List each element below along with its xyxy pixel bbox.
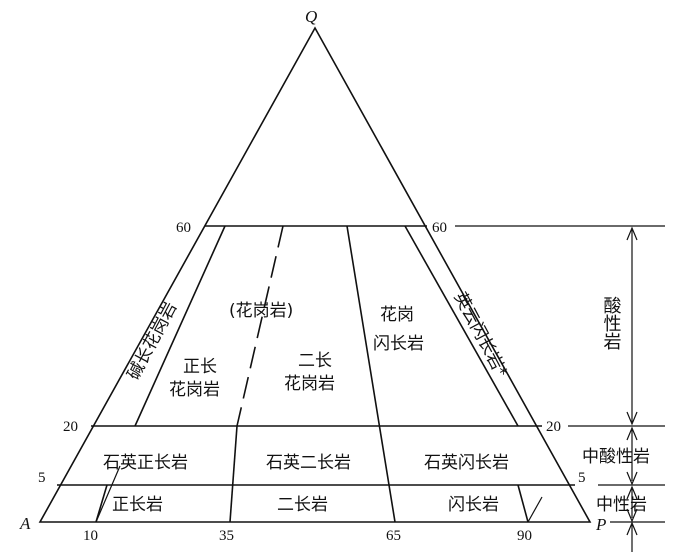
int-arrowhead-tail — [626, 521, 638, 536]
label-intermediate-rock: 中性岩 — [596, 495, 647, 515]
tick-base-35: 35 — [219, 528, 234, 544]
tick-q20-right: 20 — [546, 419, 561, 435]
int-arrowhead-bottom — [626, 508, 638, 523]
field-syenogranite-line1: 正长 — [183, 357, 217, 377]
field-tonalite: 英云闪长岩* — [450, 289, 512, 381]
tick-q5-left: 5 — [38, 470, 46, 486]
field-syenogranite-line2: 花岗岩 — [169, 380, 220, 400]
boundary-90-lower — [517, 484, 529, 523]
int-arrowhead-top — [626, 485, 638, 500]
vertex-a-label: A — [19, 514, 31, 533]
boundary-35-lower — [229, 425, 238, 523]
boundary-10-lower — [95, 484, 108, 523]
field-quartz-monzonite: 石英二长岩 — [266, 453, 351, 473]
field-monzonite: 二长岩 — [277, 495, 328, 515]
acid-arrowhead-top — [626, 226, 638, 241]
boundary-35-dashed — [236, 225, 284, 427]
field-granite-parenthetical: (花岗岩) — [229, 301, 293, 321]
field-granodiorite-line2: 闪长岩 — [373, 334, 424, 354]
leader-90 — [527, 496, 543, 523]
field-monzogranite-line2: 花岗岩 — [284, 374, 335, 394]
field-monzogranite-line1: 二长 — [298, 351, 332, 371]
int-acid-arrowhead-top — [626, 426, 638, 441]
boundary-90-upper — [404, 225, 519, 427]
field-syenite: 正长岩 — [112, 495, 163, 515]
field-quartz-syenite: 石英正长岩 — [103, 453, 188, 473]
field-granodiorite-line1: 花岗 — [380, 305, 414, 325]
tick-base-90: 90 — [517, 528, 532, 544]
tick-base-65: 65 — [386, 528, 401, 544]
field-diorite: 闪长岩 — [448, 495, 499, 515]
tick-q60-right: 60 — [432, 220, 447, 236]
boundary-10-upper — [134, 225, 226, 427]
qap-triangle-outline — [38, 26, 592, 523]
acid-arrowhead-bottom — [626, 411, 638, 426]
vertex-q-label: Q — [305, 7, 317, 26]
tick-q60-left: 60 — [176, 220, 191, 236]
vertex-p-label: P — [595, 515, 606, 534]
int-acid-arrowhead-bottom — [626, 471, 638, 486]
leader-10 — [95, 465, 121, 523]
tick-base-10: 10 — [83, 528, 98, 544]
tick-q5-right: 5 — [578, 470, 586, 486]
boundary-65 — [346, 225, 396, 523]
label-acid-rock: 酸性岩 — [601, 296, 622, 350]
field-quartz-diorite: 石英闪长岩 — [424, 453, 509, 473]
tick-q20-left: 20 — [63, 419, 78, 435]
label-intermediate-acid-rock: 中酸性岩 — [582, 447, 650, 467]
